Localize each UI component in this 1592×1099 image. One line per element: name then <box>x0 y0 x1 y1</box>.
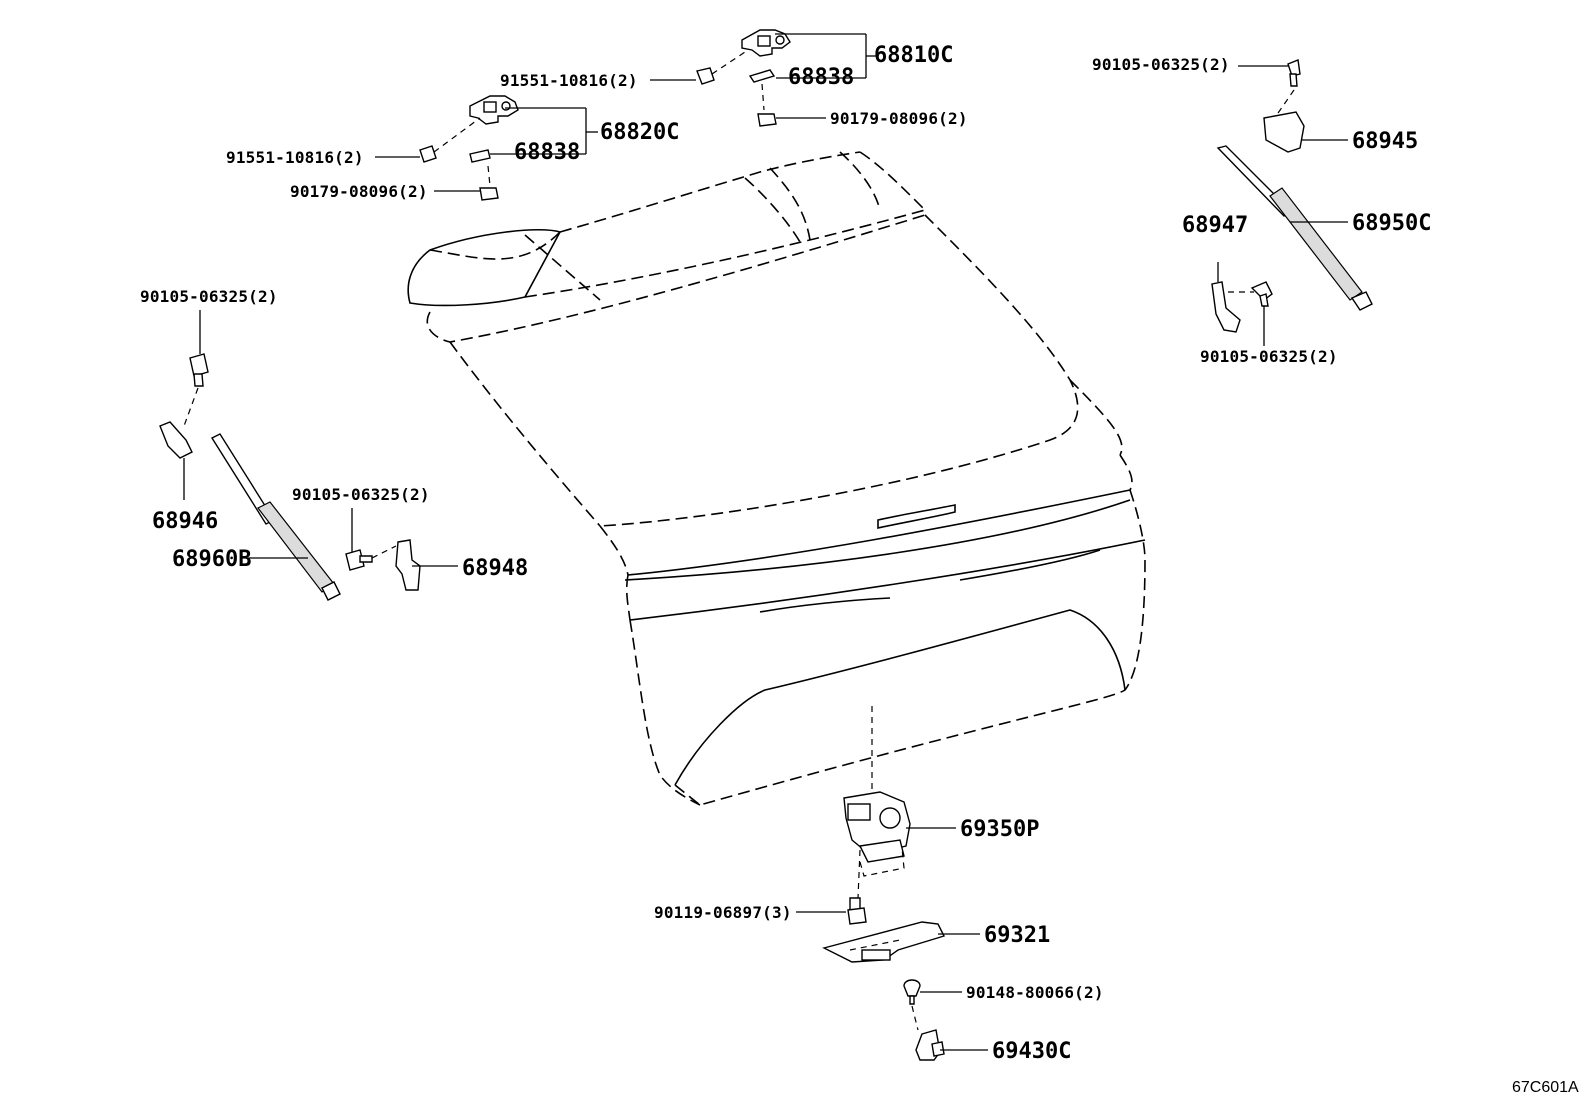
label-90105-right-lower: 90105-06325(2) <box>1200 347 1338 366</box>
hinge-68810C <box>650 29 878 127</box>
label-69321: 69321 <box>984 923 1050 948</box>
label-69430C: 69430C <box>992 1039 1071 1064</box>
label-90119: 90119-06897(3) <box>654 903 792 922</box>
trim-69321 <box>822 921 980 963</box>
label-68838-lower: 68838 <box>514 140 580 165</box>
label-90105-left-mid: 90105-06325(2) <box>292 485 430 504</box>
label-68948: 68948 <box>462 556 528 581</box>
bracket-68948 <box>345 508 458 591</box>
label-69350P: 69350P <box>960 817 1039 842</box>
label-68950C: 68950C <box>1352 211 1431 236</box>
label-68946: 68946 <box>152 509 218 534</box>
latch-69350P <box>843 706 956 899</box>
diagram-code: 67C601A <box>1512 1079 1579 1096</box>
label-68820C: 68820C <box>600 120 679 145</box>
part-labels: 68810C 68838 91551-10816(2) 90179-08096(… <box>140 43 1579 1096</box>
label-90148: 90148-80066(2) <box>966 983 1104 1002</box>
label-90105-top-right: 90105-06325(2) <box>1092 55 1230 74</box>
hinge-68820C <box>375 95 598 201</box>
label-91551-right: 91551-10816(2) <box>500 71 638 90</box>
back-door-panel <box>407 151 1146 806</box>
label-68947: 68947 <box>1182 213 1248 238</box>
label-90179-right: 90179-08096(2) <box>830 109 968 128</box>
screw-90119 <box>796 897 867 925</box>
label-90105-left-top: 90105-06325(2) <box>140 287 278 306</box>
label-68945: 68945 <box>1352 129 1418 154</box>
label-91551-left: 91551-10816(2) <box>226 148 364 167</box>
label-90179-left: 90179-08096(2) <box>290 182 428 201</box>
label-68838-upper: 68838 <box>788 65 854 90</box>
strut-68960B <box>159 310 341 601</box>
label-68960B: 68960B <box>172 547 251 572</box>
part-69430C <box>915 1029 988 1061</box>
label-68810C: 68810C <box>874 43 953 68</box>
strut-68950C <box>1216 59 1373 311</box>
bracket-68947 <box>1211 262 1273 346</box>
clip-90148 <box>903 979 962 1031</box>
